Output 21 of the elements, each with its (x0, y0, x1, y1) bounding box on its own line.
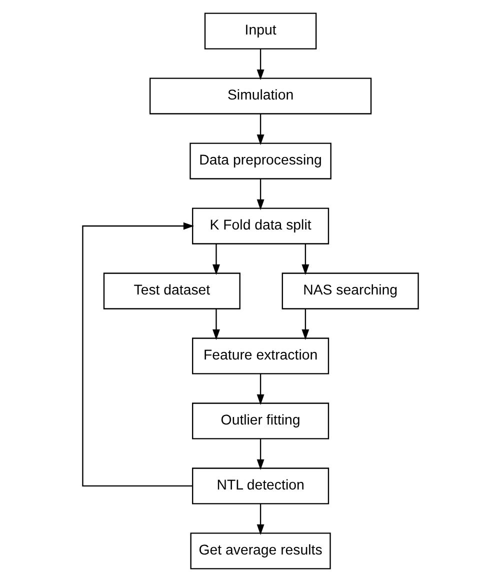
arrow (212, 308, 220, 340)
node-box: Feature extraction (192, 338, 330, 374)
node-box: Test dataset (103, 272, 240, 310)
node-box: Data preprocessing (190, 142, 332, 180)
arrow (256, 178, 264, 210)
arrow (302, 244, 310, 276)
arrow (256, 114, 264, 146)
node-box: Get average results (190, 532, 331, 570)
arrow (256, 48, 264, 80)
arrow (256, 438, 264, 470)
arrow (256, 374, 264, 406)
node-box: NAS searching (282, 272, 419, 310)
node-box: NTL detection (192, 468, 330, 504)
arrow (82, 222, 194, 487)
arrow (256, 504, 264, 535)
node-box: Simulation (149, 78, 372, 114)
node-box: Input (204, 12, 317, 50)
node-box: Outlier fitting (192, 402, 330, 440)
arrow (302, 308, 310, 340)
arrow (212, 244, 220, 276)
node-box: K Fold data split (192, 208, 330, 244)
